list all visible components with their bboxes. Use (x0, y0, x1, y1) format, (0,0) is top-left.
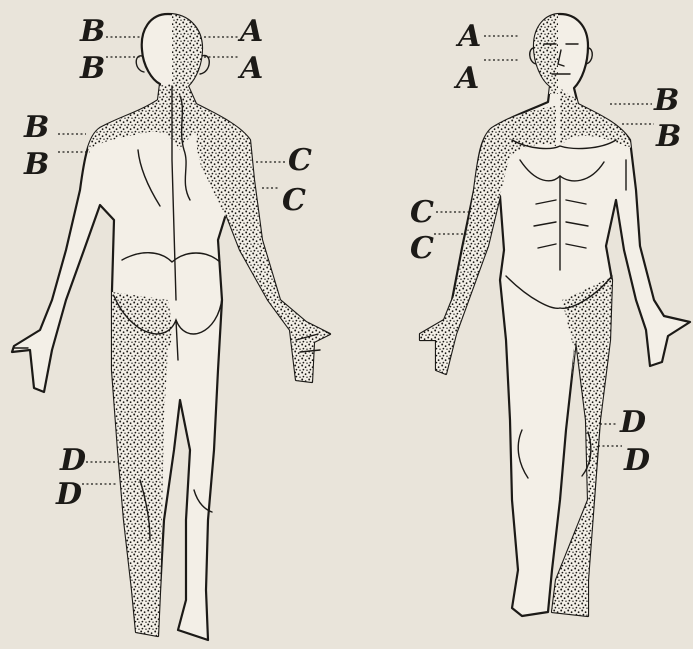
label-front-head-2: A (453, 61, 479, 96)
front-view-figure (418, 10, 690, 620)
label-back-head-right-2: A (237, 51, 263, 86)
label-back-arm-2: C (282, 183, 306, 218)
label-back-head-right-1: A (237, 14, 263, 49)
label-back-shoulder-2: B (23, 147, 49, 182)
label-back-head-left-1: B (79, 14, 105, 49)
label-front-leg-1: D (619, 405, 646, 440)
label-back-shoulder-1: B (23, 110, 49, 145)
label-back-leg-1: D (59, 443, 86, 478)
zone-a-front-face (528, 10, 558, 94)
label-back-arm-1: C (288, 143, 312, 178)
back-view-figure (12, 10, 332, 640)
label-front-arm-2: C (410, 231, 434, 266)
label-front-shoulder-1: B (653, 83, 679, 118)
label-front-leg-2: D (623, 443, 650, 478)
label-back-leg-2: D (55, 477, 82, 512)
label-back-head-left-2: B (79, 51, 105, 86)
label-front-arm-1: C (410, 195, 434, 230)
label-front-head-1: A (455, 19, 481, 54)
label-front-shoulder-2: B (655, 119, 681, 154)
